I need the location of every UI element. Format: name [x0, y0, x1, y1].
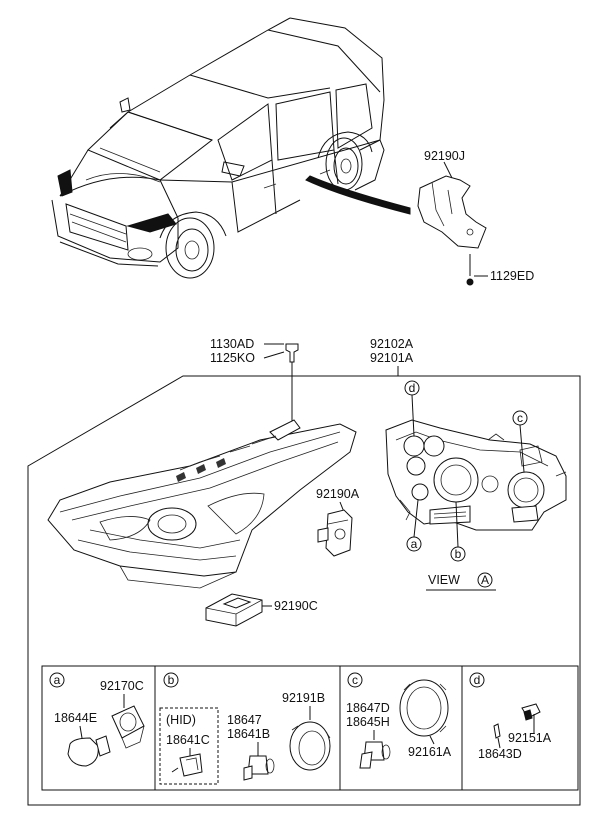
- panel-b-letter: b: [168, 673, 175, 687]
- part-92151a: 92151A: [508, 731, 552, 745]
- hid-ballast-92190c: 92190C: [205, 593, 318, 627]
- hid-label: (HID): [166, 713, 196, 727]
- label-92101a: 92101A: [370, 351, 414, 365]
- part-18643d: 18643D: [478, 747, 522, 761]
- headlamp-assembly-group: 1130AD 1125KO 92102A 92101A: [27, 337, 581, 806]
- callout-b-rear: b: [455, 547, 462, 561]
- part-18644e: 18644E: [54, 711, 97, 725]
- part-92170c: 92170C: [100, 679, 144, 693]
- panel-b: b (HID) 18641C 18647 18641B 92191B: [159, 672, 331, 785]
- bracket-92190j: 92190J 1129ED: [417, 149, 534, 286]
- part-92191b: 92191B: [282, 691, 325, 705]
- view-letter: A: [481, 573, 489, 587]
- vehicle-illustration: [51, 17, 411, 279]
- leveling-actuator-92190a: 92190A: [316, 487, 360, 557]
- part-18641b: 18641B: [227, 727, 270, 741]
- panel-d: d 92151A 18643D: [469, 672, 552, 761]
- label-1130ad: 1130AD: [210, 337, 254, 351]
- label-92102a: 92102A: [370, 337, 414, 351]
- bolt-icon: [466, 278, 474, 286]
- screw-icon: [285, 343, 299, 363]
- label-1125ko: 1125KO: [210, 351, 255, 365]
- callout-c-rear: c: [517, 411, 523, 425]
- panel-c: c 18647D 18645H 92161A: [346, 672, 452, 769]
- view-label: VIEW: [428, 573, 460, 587]
- label-92190j: 92190J: [424, 149, 465, 163]
- callout-a-rear: a: [411, 537, 418, 551]
- callout-d-rear: d: [409, 381, 416, 395]
- part-18647: 18647: [227, 713, 262, 727]
- panel-c-letter: c: [352, 673, 358, 687]
- headlamp-front-view: [47, 419, 357, 589]
- label-1129ed: 1129ED: [490, 269, 534, 283]
- part-18645h: 18645H: [346, 715, 390, 729]
- part-18641c: 18641C: [166, 733, 210, 747]
- panel-a: a 92170C 18644E: [49, 672, 145, 767]
- part-18647d: 18647D: [346, 701, 390, 715]
- panel-d-letter: d: [474, 673, 481, 687]
- part-92161a: 92161A: [408, 745, 452, 759]
- panel-a-letter: a: [54, 673, 61, 687]
- bulb-panels: a 92170C 18644E b (HID) 18641C: [41, 665, 579, 791]
- label-92190a: 92190A: [316, 487, 360, 501]
- headlamp-rear-view: d c a b VIEW A: [385, 380, 567, 591]
- label-92190c: 92190C: [274, 599, 318, 613]
